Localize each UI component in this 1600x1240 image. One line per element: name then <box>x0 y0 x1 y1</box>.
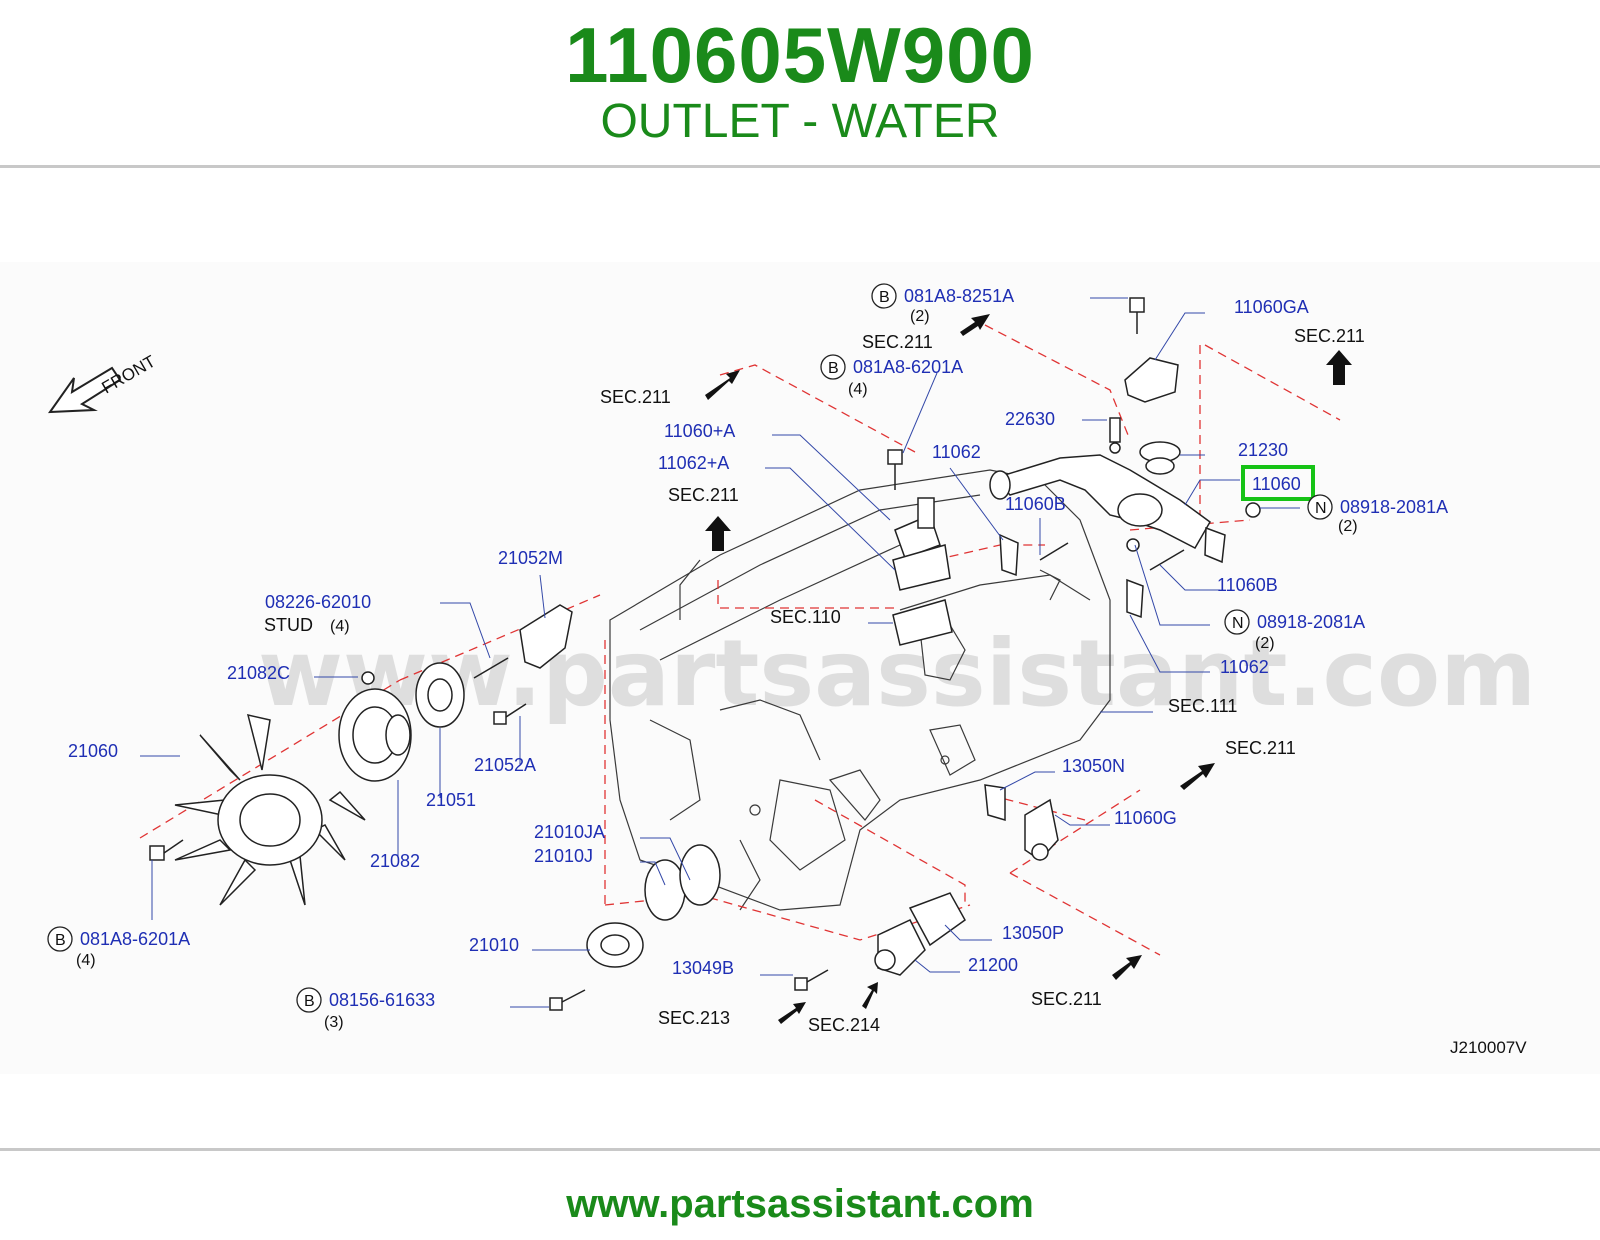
section-reference: SEC.111 <box>1168 696 1237 716</box>
part-number-callout[interactable]: 21082 <box>370 851 420 871</box>
part-number-callout[interactable]: 11060B <box>1005 494 1066 514</box>
part-number-callout[interactable]: 08918-2081A <box>1257 612 1365 632</box>
section-arrows <box>705 314 1352 1024</box>
section-reference: STUD <box>264 615 313 635</box>
engine-block-illustration <box>609 469 1111 911</box>
thermostat-21230-icon <box>1139 441 1181 475</box>
parts-diagram: www.partsassistant.com FRONT <box>47 283 1536 1057</box>
parts-diagram-panel: www.partsassistant.com FRONT <box>0 262 1600 1074</box>
highlight-box-11060 <box>1241 465 1315 501</box>
gasket-11062-lower-icon <box>1126 578 1144 619</box>
part-number-callout[interactable]: 21010JA <box>534 822 605 842</box>
footer-website-link[interactable]: www.partsassistant.com <box>566 1182 1034 1226</box>
header-divider <box>0 165 1600 168</box>
part-number-title: 110605W900 <box>565 11 1035 99</box>
badge-circle-n <box>1224 609 1250 635</box>
part-number-callout[interactable]: 21082C <box>227 663 290 683</box>
section-reference: SEC.214 <box>808 1015 880 1035</box>
part-number-callout[interactable]: 21051 <box>426 790 476 810</box>
part-number-callout[interactable]: 21052A <box>474 755 536 775</box>
part-number-callout[interactable]: 11062+A <box>658 453 729 473</box>
quantity-note: (4) <box>76 952 96 969</box>
quantity-note: (2) <box>1255 635 1275 652</box>
part-number-callout[interactable]: 08156-61633 <box>329 990 435 1010</box>
bolt-icons <box>149 297 1261 1011</box>
part-number-callout[interactable]: 11062 <box>1220 657 1269 677</box>
part-number-callout[interactable]: 11060+A <box>664 421 735 441</box>
badge-circle-b <box>47 926 73 952</box>
quantity-note: (4) <box>848 381 868 398</box>
water-outlet-11060a-icon <box>892 497 953 646</box>
quantity-note: (2) <box>1338 518 1358 535</box>
section-reference: SEC.110 <box>770 607 841 627</box>
pulley-21051-icon <box>415 662 465 728</box>
part-number-callout[interactable]: 21230 <box>1238 440 1288 460</box>
section-reference: SEC.211 <box>1031 989 1102 1009</box>
part-number-callout[interactable]: 11060GA <box>1234 297 1309 317</box>
part-number-callout[interactable]: 21052M <box>498 548 563 568</box>
badge-letter: B <box>55 932 66 949</box>
part-number-callout[interactable]: 11062 <box>932 442 981 462</box>
part-number-callout[interactable]: 21200 <box>968 955 1018 975</box>
part-number-callout[interactable]: 21060 <box>68 741 118 761</box>
part-name-subtitle: OUTLET - WATER <box>600 95 1000 148</box>
part-number-callout[interactable]: 11060 <box>1252 474 1301 494</box>
water-outlet-11060ga-icon <box>1124 357 1179 403</box>
front-direction-icon: FRONT <box>48 352 159 414</box>
badge-circle-b <box>296 987 322 1013</box>
part-number-callout[interactable]: 08226-62010 <box>265 592 371 612</box>
thermostat-housing-21200-icon <box>874 892 966 976</box>
bracket-21052m-icon <box>519 604 573 669</box>
diagram-code: J210007V <box>1450 1038 1527 1057</box>
badge-letter: N <box>1232 615 1244 632</box>
section-reference: SEC.211 <box>1294 326 1365 346</box>
part-number-callout[interactable]: 11060G <box>1114 808 1177 828</box>
page-header: 110605W900 OUTLET - WATER <box>0 0 1600 168</box>
flange-11060-icon <box>1204 526 1226 564</box>
water-pump-21010-icon <box>586 844 721 968</box>
badge-letter: N <box>1315 500 1327 517</box>
badge-circle-n <box>1307 494 1333 520</box>
water-outlet-11060g-icon <box>984 784 1059 861</box>
part-number-callout[interactable]: 21010J <box>534 846 593 866</box>
quantity-note: (2) <box>910 308 930 325</box>
part-number-callout[interactable]: 22630 <box>1005 409 1055 429</box>
part-number-callout[interactable]: 21010 <box>469 935 519 955</box>
part-number-callout[interactable]: 081A8-6201A <box>853 357 963 377</box>
part-number-callout[interactable]: 081A8-6201A <box>80 929 190 949</box>
part-number-callout[interactable]: 08918-2081A <box>1340 497 1448 517</box>
section-reference: SEC.213 <box>658 1008 730 1028</box>
part-number-callout[interactable]: 13050P <box>1002 923 1064 943</box>
quantity-note: (3) <box>324 1014 344 1031</box>
badge-letter: B <box>879 289 890 306</box>
watermark-text: www.partsassistant.com <box>258 620 1536 727</box>
part-number-callout[interactable]: 13049B <box>672 958 734 978</box>
section-reference: SEC.211 <box>600 387 671 407</box>
badge-circle-b <box>871 283 897 309</box>
footer-divider <box>0 1148 1600 1151</box>
part-number-callout[interactable]: 13050N <box>1062 756 1125 776</box>
gasket-11062-upper-icon <box>999 533 1019 577</box>
section-reference: SEC.211 <box>668 485 739 505</box>
badge-circle-b <box>820 354 846 380</box>
quantity-note: (4) <box>330 618 350 635</box>
section-reference: SEC.211 <box>862 332 933 352</box>
water-outlet-11060-icon <box>989 454 1211 549</box>
section-reference: SEC.211 <box>1225 738 1296 758</box>
fan-clutch-21082-icon <box>338 688 412 782</box>
leader-lines <box>140 297 1300 1008</box>
badge-letter: B <box>304 993 315 1010</box>
fan-21060-icon <box>174 713 366 906</box>
part-number-callout[interactable]: 11060B <box>1217 575 1278 595</box>
badge-letter: B <box>828 360 839 377</box>
sensor-22630-icon <box>1109 417 1121 454</box>
parts-illustrations <box>149 297 1261 1011</box>
part-number-callout[interactable]: 081A8-8251A <box>904 286 1014 306</box>
